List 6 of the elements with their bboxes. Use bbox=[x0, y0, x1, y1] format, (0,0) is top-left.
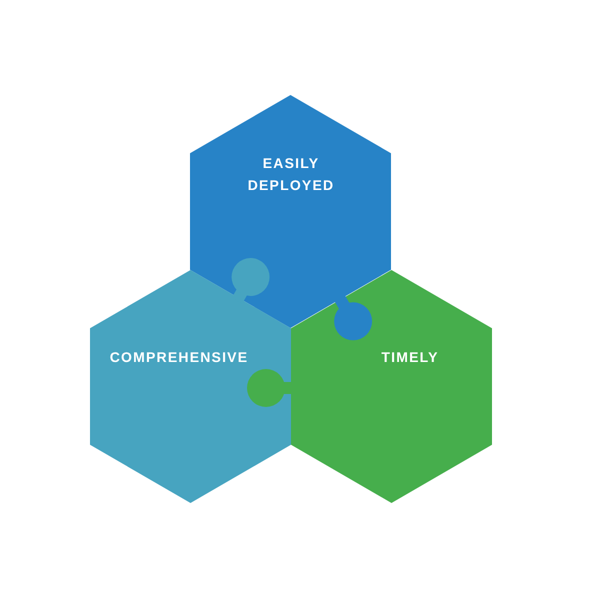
piece-label: EASILY DEPLOYED bbox=[248, 154, 334, 195]
piece-label: TIMELY bbox=[381, 348, 439, 367]
hexagon-puzzle-piece bbox=[90, 258, 290, 503]
hexagon-puzzle-piece bbox=[247, 270, 492, 503]
hexagon-puzzle-piece bbox=[190, 95, 391, 340]
piece-label: COMPREHENSIVE bbox=[110, 348, 248, 367]
